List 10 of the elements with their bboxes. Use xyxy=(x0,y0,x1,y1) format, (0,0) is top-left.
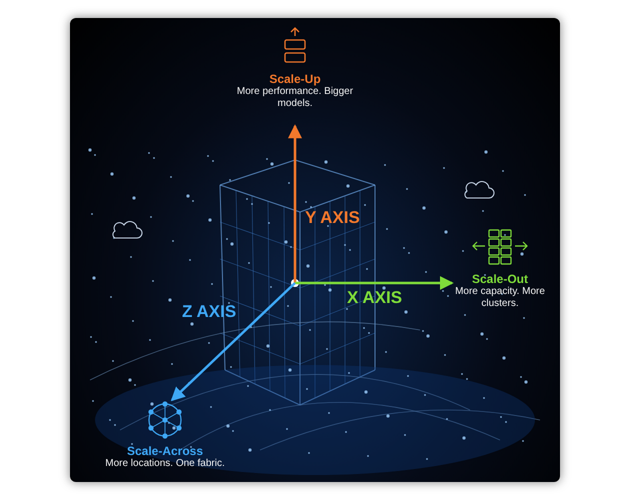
endpoint-title: Scale-Across xyxy=(126,444,204,458)
axis-arrow xyxy=(170,282,296,402)
axis-arrow xyxy=(295,276,454,290)
endpoint-title: Scale-Out xyxy=(470,272,529,286)
endpoint-title: Scale-Up xyxy=(268,72,322,86)
axis-arrow xyxy=(288,124,302,283)
endpoint-description: More locations. One fabric. xyxy=(105,458,225,470)
endpoint-description: More performance. Bigger models. xyxy=(236,86,354,110)
axis-label: Y AXIS xyxy=(305,208,360,228)
endpoint-description: More capacity. More clusters. xyxy=(454,286,546,310)
